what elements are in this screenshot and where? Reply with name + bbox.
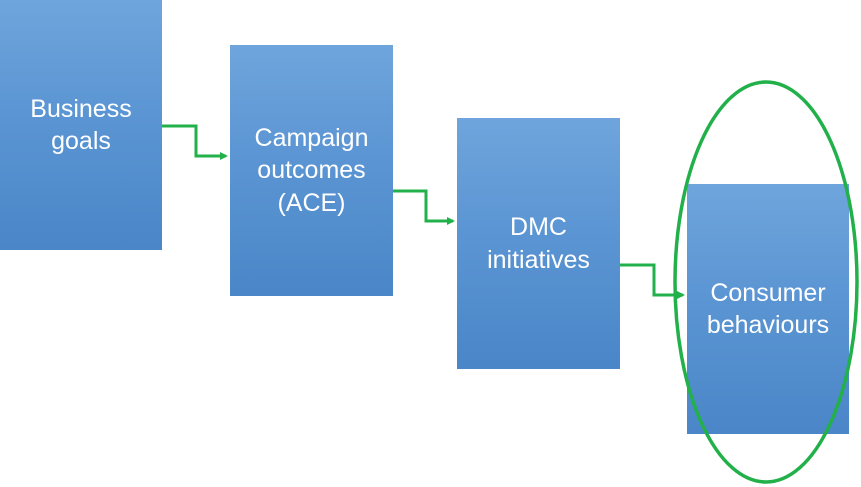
campaign-outcomes-label: Campaign outcomes (ACE) <box>254 123 369 217</box>
dmc-initiatives-label: DMC initiatives <box>487 213 590 274</box>
dmc-initiatives-box: DMC initiatives <box>457 118 620 369</box>
connector-business-to-campaign <box>162 124 228 160</box>
consumer-behaviours-label: Consumer behaviours <box>706 278 830 340</box>
connector-dmc-to-consumer <box>620 263 685 299</box>
campaign-outcomes-box: Campaign outcomes (ACE) <box>230 45 393 296</box>
business-goals-box: Business goals <box>0 0 162 250</box>
connector-campaign-to-dmc <box>393 189 455 225</box>
business-goals-label: Business goals <box>30 94 132 156</box>
consumer-behaviours-box: Consumer behaviours <box>687 184 849 434</box>
